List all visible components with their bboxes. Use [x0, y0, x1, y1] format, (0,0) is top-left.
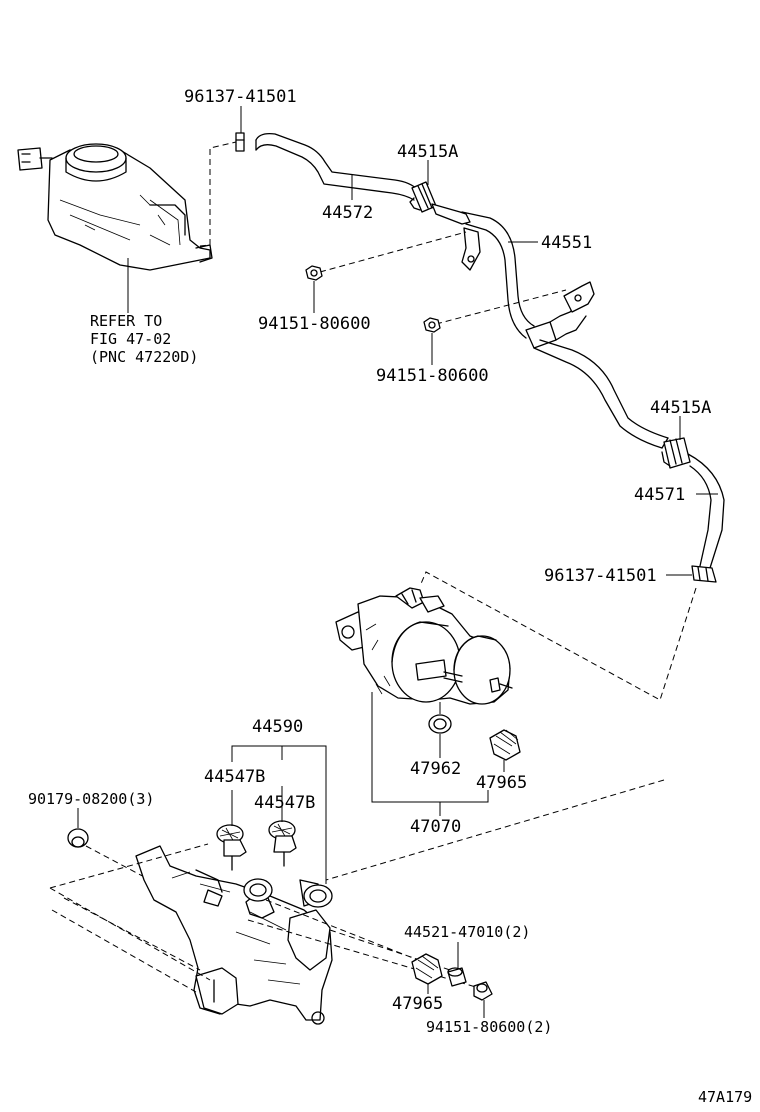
clamp-44515a-top[interactable]: [409, 181, 437, 213]
cushion-47965-mid[interactable]: [489, 729, 521, 761]
label-47962: 47962: [410, 759, 461, 779]
label-96137-41501-mid: 96137-41501: [544, 566, 657, 586]
nut-94151-bottom[interactable]: [473, 981, 493, 1001]
label-47070: 47070: [410, 817, 461, 837]
isolator-44547b-1[interactable]: [216, 824, 247, 871]
hose-clip-96137-top[interactable]: [235, 132, 245, 152]
label-94151-80600-a: 94151-80600: [258, 314, 371, 334]
hose-clip-96137-mid[interactable]: [691, 565, 717, 583]
collar-44521[interactable]: [447, 967, 467, 987]
figure-code: 47A179: [698, 1088, 752, 1106]
nut-94151-b[interactable]: [423, 317, 441, 333]
label-44571: 44571: [634, 485, 685, 505]
label-44551: 44551: [541, 233, 592, 253]
o-ring-47962[interactable]: [428, 714, 452, 734]
label-90179-08200: 90179-08200(3): [28, 790, 154, 808]
label-refer-pnc: (PNC 47220D): [90, 348, 198, 366]
label-94151-80600-2: 94151-80600(2): [426, 1018, 552, 1036]
isolator-44547b-2[interactable]: [268, 820, 297, 867]
label-refer-to: REFER TO: [90, 312, 162, 330]
label-44521-47010: 44521-47010(2): [404, 923, 530, 941]
cushion-47965-bottom[interactable]: [411, 953, 443, 985]
pipe-44551[interactable]: [431, 203, 669, 449]
grommet-90179[interactable]: [67, 828, 89, 848]
pump-bracket[interactable]: [135, 845, 333, 1025]
label-47965-bottom: 47965: [392, 994, 443, 1014]
pump-motor-assembly[interactable]: [335, 587, 513, 705]
label-44572: 44572: [322, 203, 373, 223]
label-94151-80600-b: 94151-80600: [376, 366, 489, 386]
hose-44572[interactable]: [255, 132, 419, 201]
label-44515a-mid: 44515A: [650, 398, 711, 418]
label-refer-fig: FIG 47-02: [90, 330, 171, 348]
label-44515a-top: 44515A: [397, 142, 458, 162]
bracket-ring-right[interactable]: [303, 884, 333, 908]
clamp-44515a-mid[interactable]: [661, 437, 691, 469]
nut-94151-a[interactable]: [305, 265, 323, 281]
reservoir-tank[interactable]: [17, 143, 213, 271]
label-44547b-2: 44547B: [254, 793, 315, 813]
label-47965-mid: 47965: [476, 773, 527, 793]
label-44590: 44590: [252, 717, 303, 737]
label-96137-41501-top: 96137-41501: [184, 87, 297, 107]
label-44547b-1: 44547B: [204, 767, 265, 787]
bracket-ring-left[interactable]: [243, 878, 273, 902]
hose-44571[interactable]: [687, 453, 725, 569]
